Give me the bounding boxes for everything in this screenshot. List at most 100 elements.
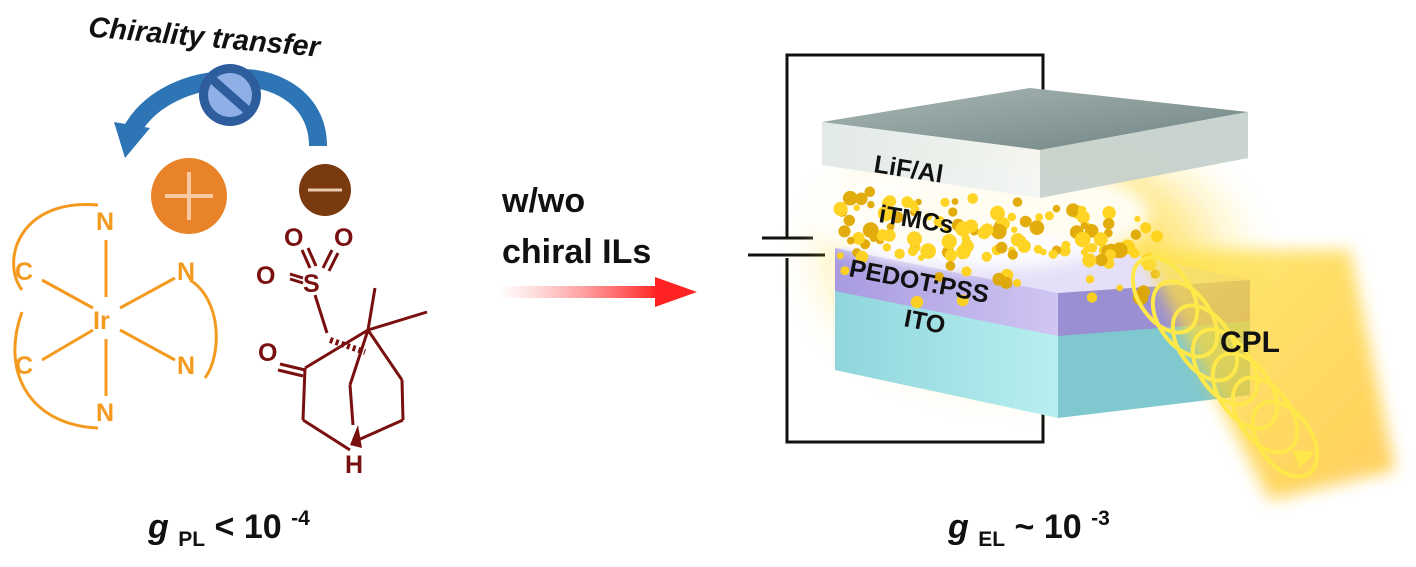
emitter-molecule [846,236,855,245]
oled-device: LiF/Al iTMCs PEDOT:PSS ITO CPL g EL ~ 10… [748,53,1395,551]
emitter-molecule [894,248,905,259]
emitter-molecule [833,201,848,217]
middle-transition: w/wo chiral ILs [498,182,697,307]
emitter-molecule [933,216,946,228]
atom-o-sulfonyl: O [256,262,275,290]
emitter-molecule [1035,213,1044,222]
cpl-helix-loop [1130,255,1200,335]
emitter-molecule [991,207,1005,221]
emitter-molecule [1105,249,1116,261]
cpl-helix-loop [1250,399,1320,479]
iridium-atoms: N C N Ir C N N [15,208,195,427]
emitter-molecule [1048,249,1058,259]
emitter-molecule [891,211,904,224]
g-pl-symbol: g [147,508,169,546]
emitter-molecule [1077,205,1087,215]
emitter-molecule [882,243,891,252]
atom-ir: Ir [93,307,110,335]
emitter-molecule [991,223,1007,240]
atom-n-right-lower: N [177,352,195,380]
emitter-molecule [967,193,978,204]
emitter-molecule [907,246,918,257]
emitter-molecule [855,250,869,264]
emitter-molecule [910,295,924,309]
emitter-molecule [1102,206,1116,220]
emitter-molecule [1093,232,1108,247]
atom-c-lower: C [15,352,33,380]
emitter-molecule [843,214,855,227]
atom-o-right: O [334,224,353,252]
emitter-molecule [862,222,879,239]
prohibition-icon [199,64,261,126]
emitter-molecule [1111,242,1128,259]
emitter-molecule [907,231,922,247]
emitter-molecule [836,252,844,260]
emitter-molecule [1103,218,1115,230]
emitter-molecule [883,195,897,208]
transition-arrow-head [655,277,697,307]
cpl-helix-loop [1230,375,1300,455]
emitter-molecule [1013,278,1022,288]
emitter-molecule [1052,204,1061,213]
atom-n-right-upper: N [177,258,195,286]
atom-c-upper: C [15,258,33,286]
emitter-molecule [1137,285,1151,299]
cpl-beam [1130,250,1395,500]
emitter-molecule [1086,292,1098,303]
cpl-label: CPL [1220,326,1280,359]
emitter-molecule [876,229,889,242]
emitter-molecule [855,192,868,206]
atom-h: H [345,451,363,479]
cpl-helix-loop [1210,351,1280,431]
emitter-molecule [924,212,933,221]
emitter-molecule [956,244,971,260]
cpl-helix-loop [1170,303,1240,383]
emitter-molecule [945,260,956,271]
emitter-molecule [842,190,858,206]
emitter-molecule [941,234,957,250]
emitter-molecule [964,219,978,233]
emitter-molecule [1044,211,1054,221]
emitter-molecule [943,226,952,234]
emitter-molecule [886,222,895,231]
g-pl-relation: < 10 [215,508,282,546]
emitter-molecule [1012,197,1023,207]
g-pl-subscript: PL [178,528,205,551]
emitter-molecule [1029,220,1045,235]
atom-n-top: N [96,208,114,236]
emitter-molecule [1007,212,1016,222]
cpl-helix-loop [1190,327,1260,407]
emitter-molecule [864,186,876,198]
iridium-complex [12,203,218,430]
emitter-molecule [1082,253,1097,268]
emitter-molecule [980,223,994,237]
g-el-exponent: -3 [1091,507,1110,530]
emitter-molecule [1066,203,1080,217]
atom-o-left: O [284,224,303,252]
emitter-molecule [853,204,860,212]
emitter-molecule [1129,248,1140,259]
emitter-molecule [920,243,936,259]
emitter-molecule [1074,231,1091,248]
emitter-molecule [1017,239,1031,253]
emitter-molecule [1033,244,1043,254]
condition-line2: chiral ILs [502,233,651,271]
emitter-molecule [1134,215,1141,222]
emitter-molecule [1083,245,1091,253]
emitter-molecule [1085,275,1095,284]
wedge-bond [350,425,362,448]
emitter-molecule [877,205,894,222]
left-panel: Chirality transfer [12,12,428,551]
emitter-molecule [867,200,875,209]
emitter-molecule [1061,240,1071,250]
emitter-molecule [1080,222,1088,230]
emitter-molecule [948,207,958,217]
cpl-helix-loop [1150,279,1220,359]
camphorsulfonate-anion [277,247,428,452]
emitter-molecule [1095,254,1108,267]
emitter-molecule [956,294,969,307]
atom-n-bottom: N [96,399,114,427]
condition-line1: w/wo [501,182,585,220]
atom-o-keto: O [258,339,277,367]
